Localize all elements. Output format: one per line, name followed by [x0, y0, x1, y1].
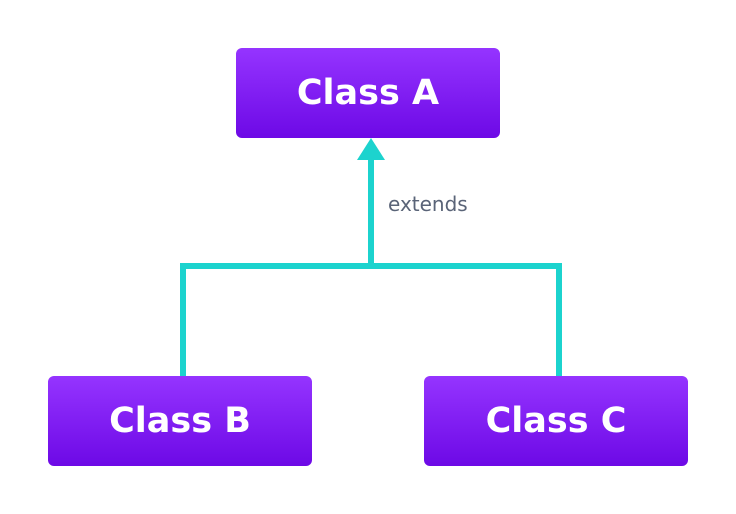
arrowhead-icon	[357, 138, 385, 160]
class-b-node[interactable]: Class B	[48, 376, 312, 466]
class-c-node[interactable]: Class C	[424, 376, 688, 466]
class-b-label: Class B	[109, 401, 251, 441]
class-a-label: Class A	[296, 73, 440, 113]
class-c-label: Class C	[485, 401, 627, 441]
extends-label: extends	[388, 192, 468, 216]
class-a-node[interactable]: Class A	[236, 48, 500, 138]
